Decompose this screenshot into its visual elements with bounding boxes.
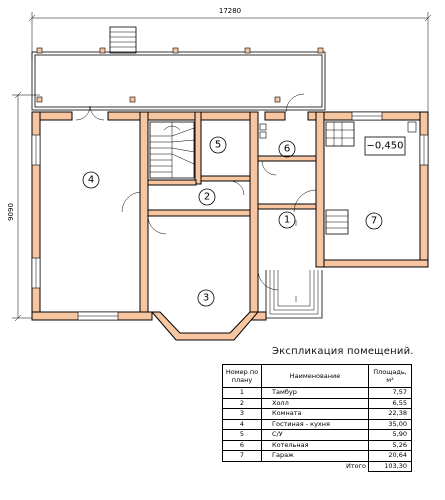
- inner-walls: [139, 111, 317, 313]
- room-label-2: 2: [198, 188, 216, 206]
- table-cell-area: 35,00: [368, 418, 412, 430]
- table-cell-num: 3: [222, 408, 262, 420]
- table-cell-name: С/У: [261, 429, 369, 441]
- room-label-3: 3: [197, 289, 215, 307]
- width-dimension: 17280: [28, 7, 432, 120]
- room-label-4: 4: [82, 171, 100, 189]
- table-cell-num: 5: [222, 429, 262, 441]
- terrace: [31, 47, 326, 111]
- table-cell-num: 1: [222, 387, 262, 399]
- header-area: Площадь, м²: [368, 364, 412, 388]
- table-cell-num: 4: [222, 418, 262, 430]
- room-number: 7: [371, 216, 377, 227]
- explication-table: Номер по плану Наименование Площадь, м² …: [222, 364, 412, 472]
- total-label: Итого: [261, 460, 369, 472]
- room-number: 1: [284, 215, 290, 226]
- bay-window: [150, 311, 260, 341]
- table-cell-num: 6: [222, 439, 262, 451]
- table-cell-area: 7,57: [368, 387, 412, 399]
- table-cell-name: Гараж: [261, 450, 369, 462]
- room-number: 6: [284, 144, 290, 155]
- table-cell-name: Котельная: [261, 439, 369, 451]
- fixtures: [259, 121, 417, 302]
- stairs: [149, 121, 195, 179]
- room-label-1: 1: [278, 211, 296, 229]
- table-cell-area: 5,90: [368, 429, 412, 441]
- entrance-steps: [265, 270, 323, 319]
- room-number: 4: [88, 175, 94, 186]
- table-cell-name: Тамбур: [261, 387, 369, 399]
- room-label-6: 6: [278, 140, 296, 158]
- explication-title: Экспликация помещений.: [272, 346, 414, 357]
- room-number: 3: [203, 293, 209, 304]
- header-name: Наименование: [261, 364, 369, 388]
- table-cell-area: 6,55: [368, 397, 412, 409]
- table-cell-num: 2: [222, 397, 262, 409]
- total-value: 103,30: [368, 460, 412, 472]
- table-cell-area: 20,64: [368, 450, 412, 462]
- table-cell-num: 7: [222, 450, 262, 462]
- windows: [31, 111, 429, 321]
- garage-stairs: [325, 121, 355, 235]
- room-number: 5: [215, 140, 221, 151]
- height-label: 9090: [7, 203, 15, 221]
- table-cell-name: Холл: [261, 397, 369, 409]
- width-label: 17280: [219, 7, 241, 15]
- table-blank-cell: [223, 461, 262, 472]
- level-mark-text: −0,450: [366, 141, 403, 152]
- table-cell-name: Комната: [261, 408, 369, 420]
- table-cell-name: Гостиная - кухня: [261, 418, 369, 430]
- header-number: Номер по плану: [222, 364, 262, 388]
- room-label-7: 7: [365, 212, 383, 230]
- top-steps: [109, 26, 137, 54]
- room-number: 2: [204, 192, 210, 203]
- table-cell-area: 5,26: [368, 439, 412, 451]
- floor-plan: 17280 9090: [7, 7, 432, 341]
- table-header-row: Номер по плану Наименование Площадь, м²: [222, 364, 412, 388]
- level-mark: −0,450: [364, 136, 406, 156]
- table-cell-area: 22,38: [368, 408, 412, 420]
- room-label-5: 5: [209, 136, 227, 154]
- doors: [75, 93, 317, 291]
